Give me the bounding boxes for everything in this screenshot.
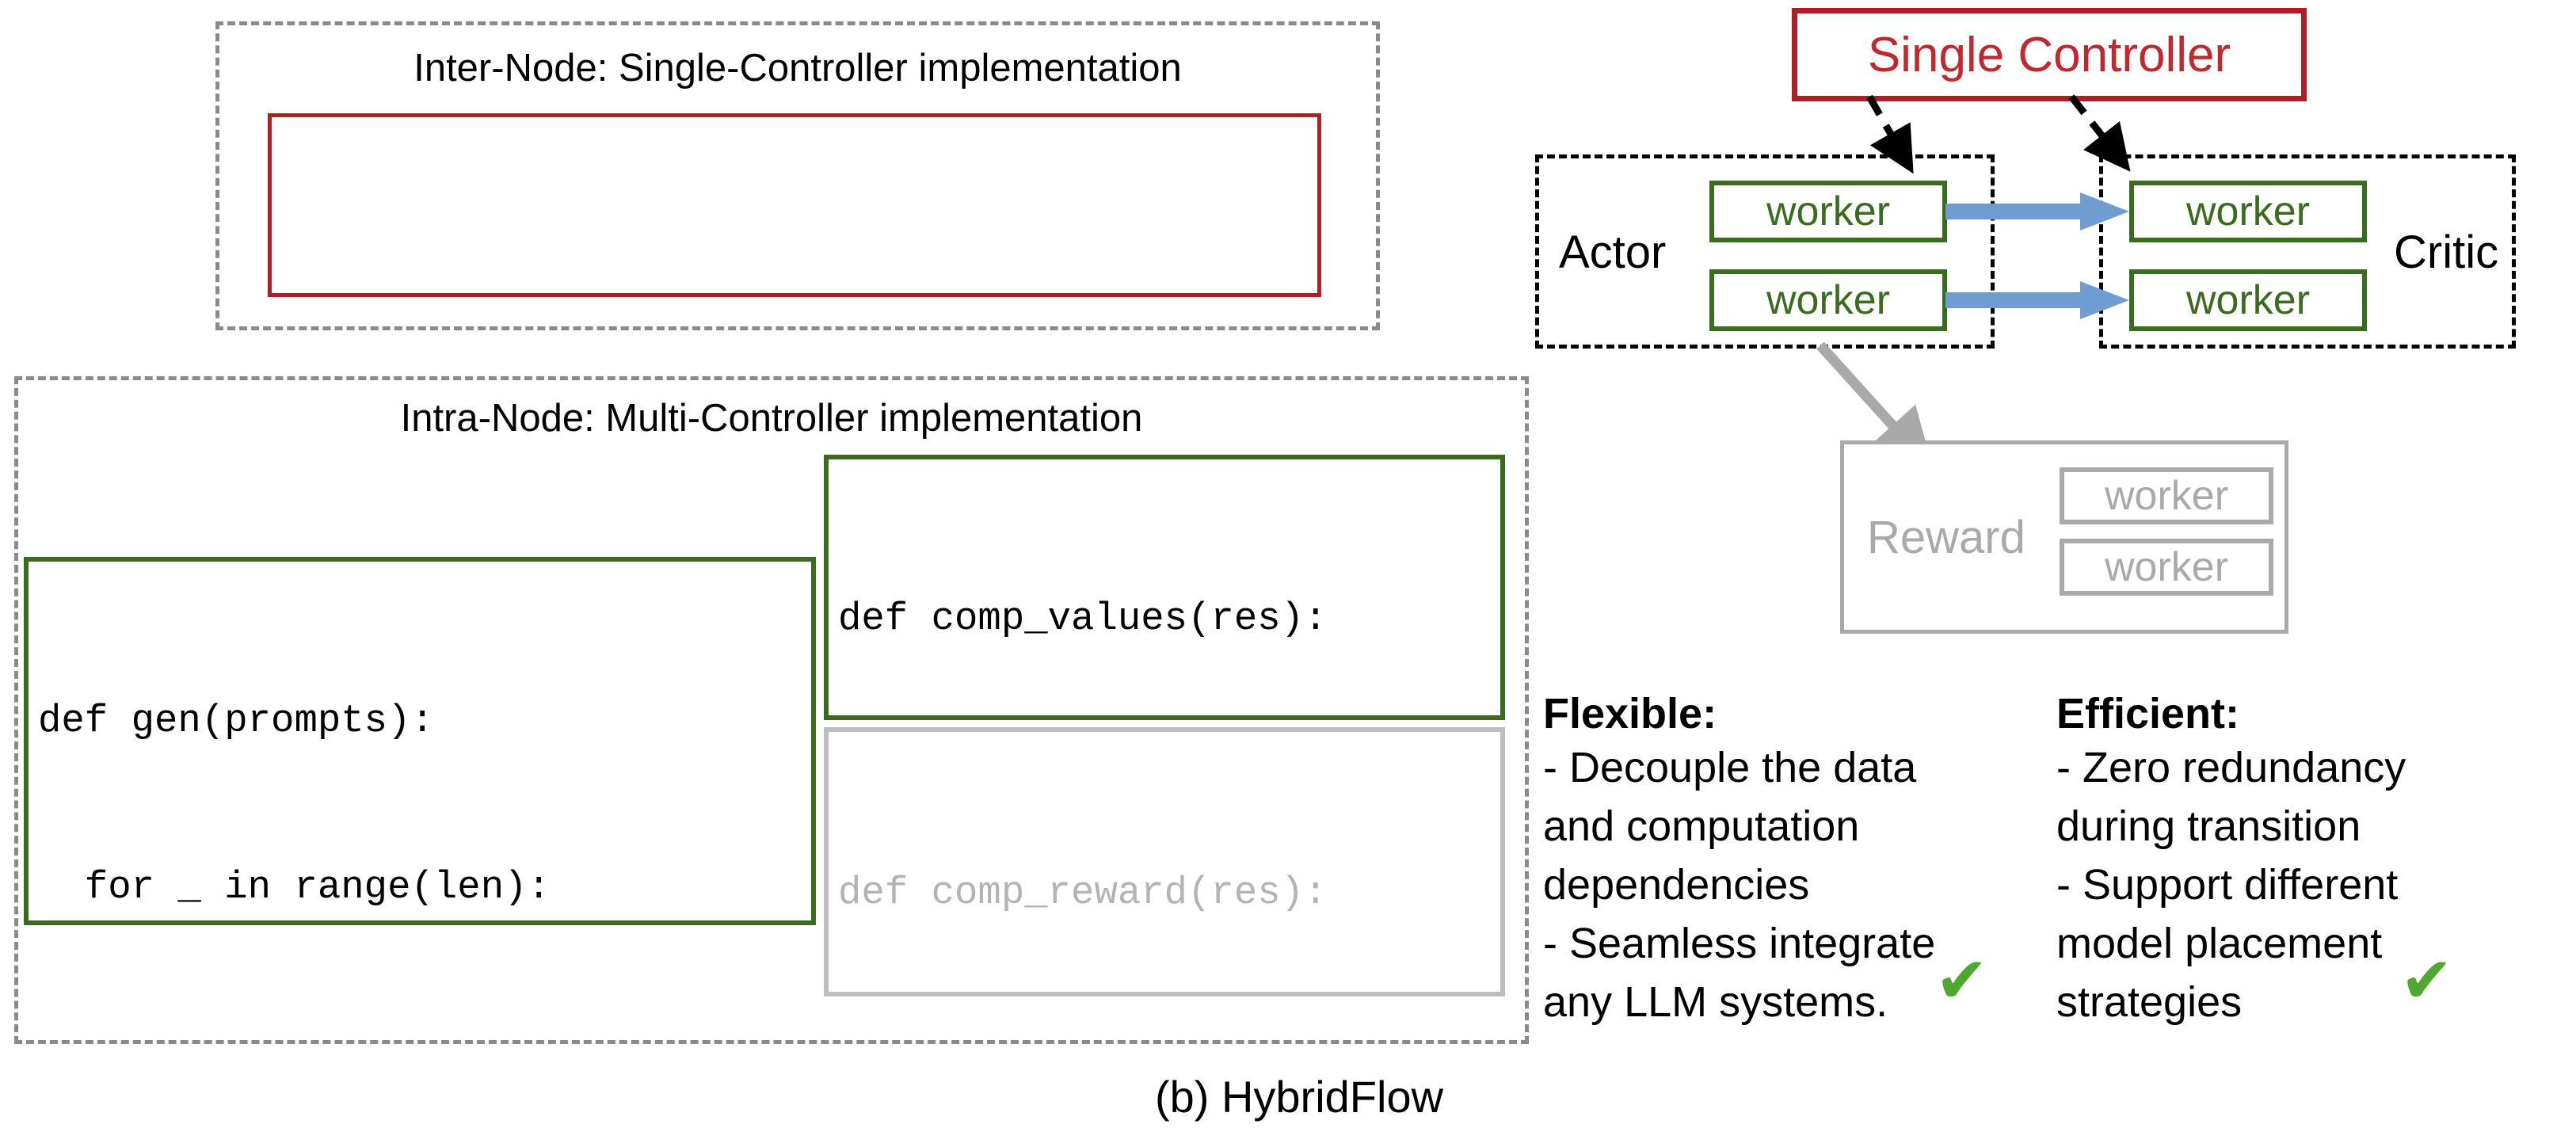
reward-group-label: Reward (1867, 512, 2025, 563)
worker-label: worker (2185, 277, 2311, 323)
single-controller-label: Single Controller (1867, 27, 2231, 82)
actor-to-critic-arrows (1945, 192, 2129, 319)
flexible-line: - Decouple the data (1543, 744, 1917, 791)
actor-group-box (1535, 154, 1995, 349)
gen-code-box: def gen(prompts): for _ in range(len): a… (24, 557, 816, 925)
code-line: for _ in range(len): (38, 865, 551, 909)
efficient-line: - Support different (2056, 861, 2399, 909)
code-line: def comp_values(res): (838, 596, 1328, 641)
actor-group-label: Actor (1559, 227, 1667, 278)
efficient-column: Efficient: - Zero redundancy during tran… (2056, 689, 2563, 1031)
worker-label: worker (2104, 473, 2229, 519)
efficient-line: - Zero redundancy (2056, 744, 2406, 791)
flexible-line: and computation (1543, 802, 1860, 850)
critic-group-box (2099, 154, 2516, 349)
efficient-line: model placement (2056, 920, 2383, 967)
flexible-line: any LLM systems. (1543, 978, 1888, 1026)
inter-node-title: Inter-Node: Single-Controller implementa… (413, 47, 1182, 90)
critic-group-label: Critic (2394, 227, 2499, 278)
comp-reward-code-box: def comp_reward(res): all_gather_weights… (824, 727, 1505, 996)
flexible-line: - Seamless integrate (1543, 920, 1936, 967)
code-line-1: responses = actor.gen(prompts) (286, 246, 1317, 293)
efficient-heading: Efficient: (2056, 690, 2240, 737)
efficient-check-icon: ✔ (2400, 945, 2454, 1016)
intra-node-title: Intra-Node: Multi-Controller implementat… (400, 397, 1143, 440)
flexible-heading: Flexible: (1543, 690, 1717, 737)
worker-label: worker (2185, 189, 2311, 234)
efficient-line: strategies (2056, 978, 2243, 1026)
flexible-line: dependencies (1543, 861, 1810, 909)
code-line: def comp_reward(res): (838, 871, 1328, 915)
actor-worker-2: worker (1709, 269, 1947, 331)
worker-label: worker (2104, 544, 2229, 590)
critic-worker-2: worker (2129, 269, 2367, 331)
flexible-column: Flexible: - Decouple the data and comput… (1543, 689, 2018, 1031)
actor-worker-1: worker (1709, 181, 1947, 242)
inter-node-code-box: responses = actor.gen(prompts) value = c… (268, 113, 1321, 297)
controller-arrows (1866, 94, 2131, 174)
code-line: def gen(prompts): (38, 699, 434, 743)
figure-caption: (b) HybridFlow (1154, 1072, 1444, 1122)
reward-worker-1: worker (2060, 467, 2273, 524)
efficient-line: during transition (2056, 802, 2361, 850)
actor-to-reward-arrow (1816, 341, 1934, 471)
single-controller-box: Single Controller (1792, 8, 2307, 101)
worker-label: worker (1766, 277, 1891, 323)
reward-worker-2: worker (2060, 539, 2273, 596)
critic-worker-1: worker (2129, 181, 2367, 242)
worker-label: worker (1766, 189, 1891, 234)
comp-values-code-box: def comp_values(res): all_gather_weights… (824, 455, 1505, 720)
flexible-check-icon: ✔ (1935, 945, 1989, 1016)
